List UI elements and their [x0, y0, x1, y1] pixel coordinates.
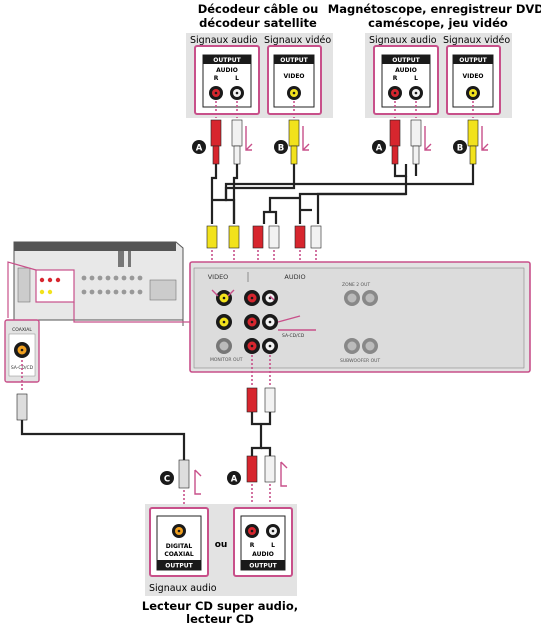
- panel-monitor-out-label: MONITOR OUT: [210, 357, 243, 363]
- coaxial-cutout-label: COAXIAL: [12, 327, 32, 333]
- recorder-title-2: caméscope, jeu vidéo: [368, 16, 508, 30]
- cable-r-label: R: [214, 75, 219, 82]
- bottom-markers: C A: [160, 471, 241, 485]
- recorder-title-1: Magnétoscope, enregistreur DVD,: [328, 2, 541, 16]
- cable-box-title-1: Décodeur câble ou: [198, 2, 319, 16]
- recorder-audio-label: Signaux audio: [369, 35, 437, 46]
- top-source-plugs: [210, 101, 489, 165]
- cd-title-1: Lecteur CD super audio,: [142, 599, 298, 613]
- panel-video-label: VIDEO: [208, 273, 229, 281]
- cd-coaxial-label: COAXIAL: [164, 551, 193, 558]
- receiver-zoom-panel: VIDEO AUDIO ZONE 2 OUT MONITOR OUT SA-CD…: [189, 261, 531, 373]
- recorder-audio-jack-label: AUDIO: [395, 67, 417, 74]
- cable-audio-jack-label: AUDIO: [216, 67, 238, 74]
- cable-audio-output-label: OUTPUT: [213, 57, 241, 64]
- top-cables: [210, 164, 475, 224]
- marker-c-cd: C: [164, 475, 170, 485]
- cd-or-label: ou: [215, 540, 228, 550]
- cd-digital-output-label: OUTPUT: [165, 563, 193, 570]
- marker-a-cd: A: [231, 475, 238, 485]
- cd-r-label: R: [250, 542, 255, 549]
- recorder-video-jack-label: VIDEO: [462, 73, 483, 80]
- cable-video-jack-label: VIDEO: [283, 73, 304, 80]
- cable-l-label: L: [235, 75, 239, 82]
- recorder-audio-output-label: OUTPUT: [392, 57, 420, 64]
- panel-zone2-label: ZONE 2 OUT: [342, 282, 370, 288]
- recorder-l-label: L: [414, 75, 418, 82]
- marker-b-cable: B: [278, 144, 284, 154]
- panel-subwoofer-label: SUBWOOFER OUT: [340, 358, 380, 364]
- bottom-cables: [16, 355, 288, 522]
- cd-digital-label: DIGITAL: [166, 543, 193, 550]
- cable-video-label: Signaux vidéo: [264, 35, 331, 46]
- cd-l-label: L: [271, 542, 275, 549]
- marker-a-recorder: A: [376, 144, 383, 154]
- cd-audio-output-label: OUTPUT: [249, 563, 277, 570]
- marker-b-recorder: B: [457, 144, 463, 154]
- cd-audio-label: AUDIO: [252, 551, 274, 558]
- cd-audio-signals-label: Signaux audio: [149, 583, 217, 594]
- cable-audio-label: Signaux audio: [190, 35, 258, 46]
- cd-player-panel: DIGITAL COAXIAL OUTPUT ou R L AUDIO OUTP…: [145, 504, 297, 596]
- cd-title-2: lecteur CD: [186, 612, 254, 626]
- cable-video-output-label: OUTPUT: [280, 57, 308, 64]
- cable-box-panel: Signaux audio Signaux vidéo OUTPUT AUDIO…: [186, 33, 333, 118]
- top-markers: A B A B: [192, 140, 467, 154]
- recorder-video-output-label: OUTPUT: [459, 57, 487, 64]
- marker-a-cable: A: [196, 144, 203, 154]
- recorder-r-label: R: [393, 75, 398, 82]
- cable-box-title-2: décodeur satellite: [199, 16, 317, 30]
- panel-sacd-label: SA-CD/CD: [282, 333, 305, 339]
- receiver-unit: [7, 241, 190, 327]
- recorder-video-label: Signaux vidéo: [443, 35, 510, 46]
- recorder-panel: Signaux audio Signaux vidéo OUTPUT AUDIO…: [365, 33, 512, 118]
- panel-audio-label: AUDIO: [284, 273, 305, 281]
